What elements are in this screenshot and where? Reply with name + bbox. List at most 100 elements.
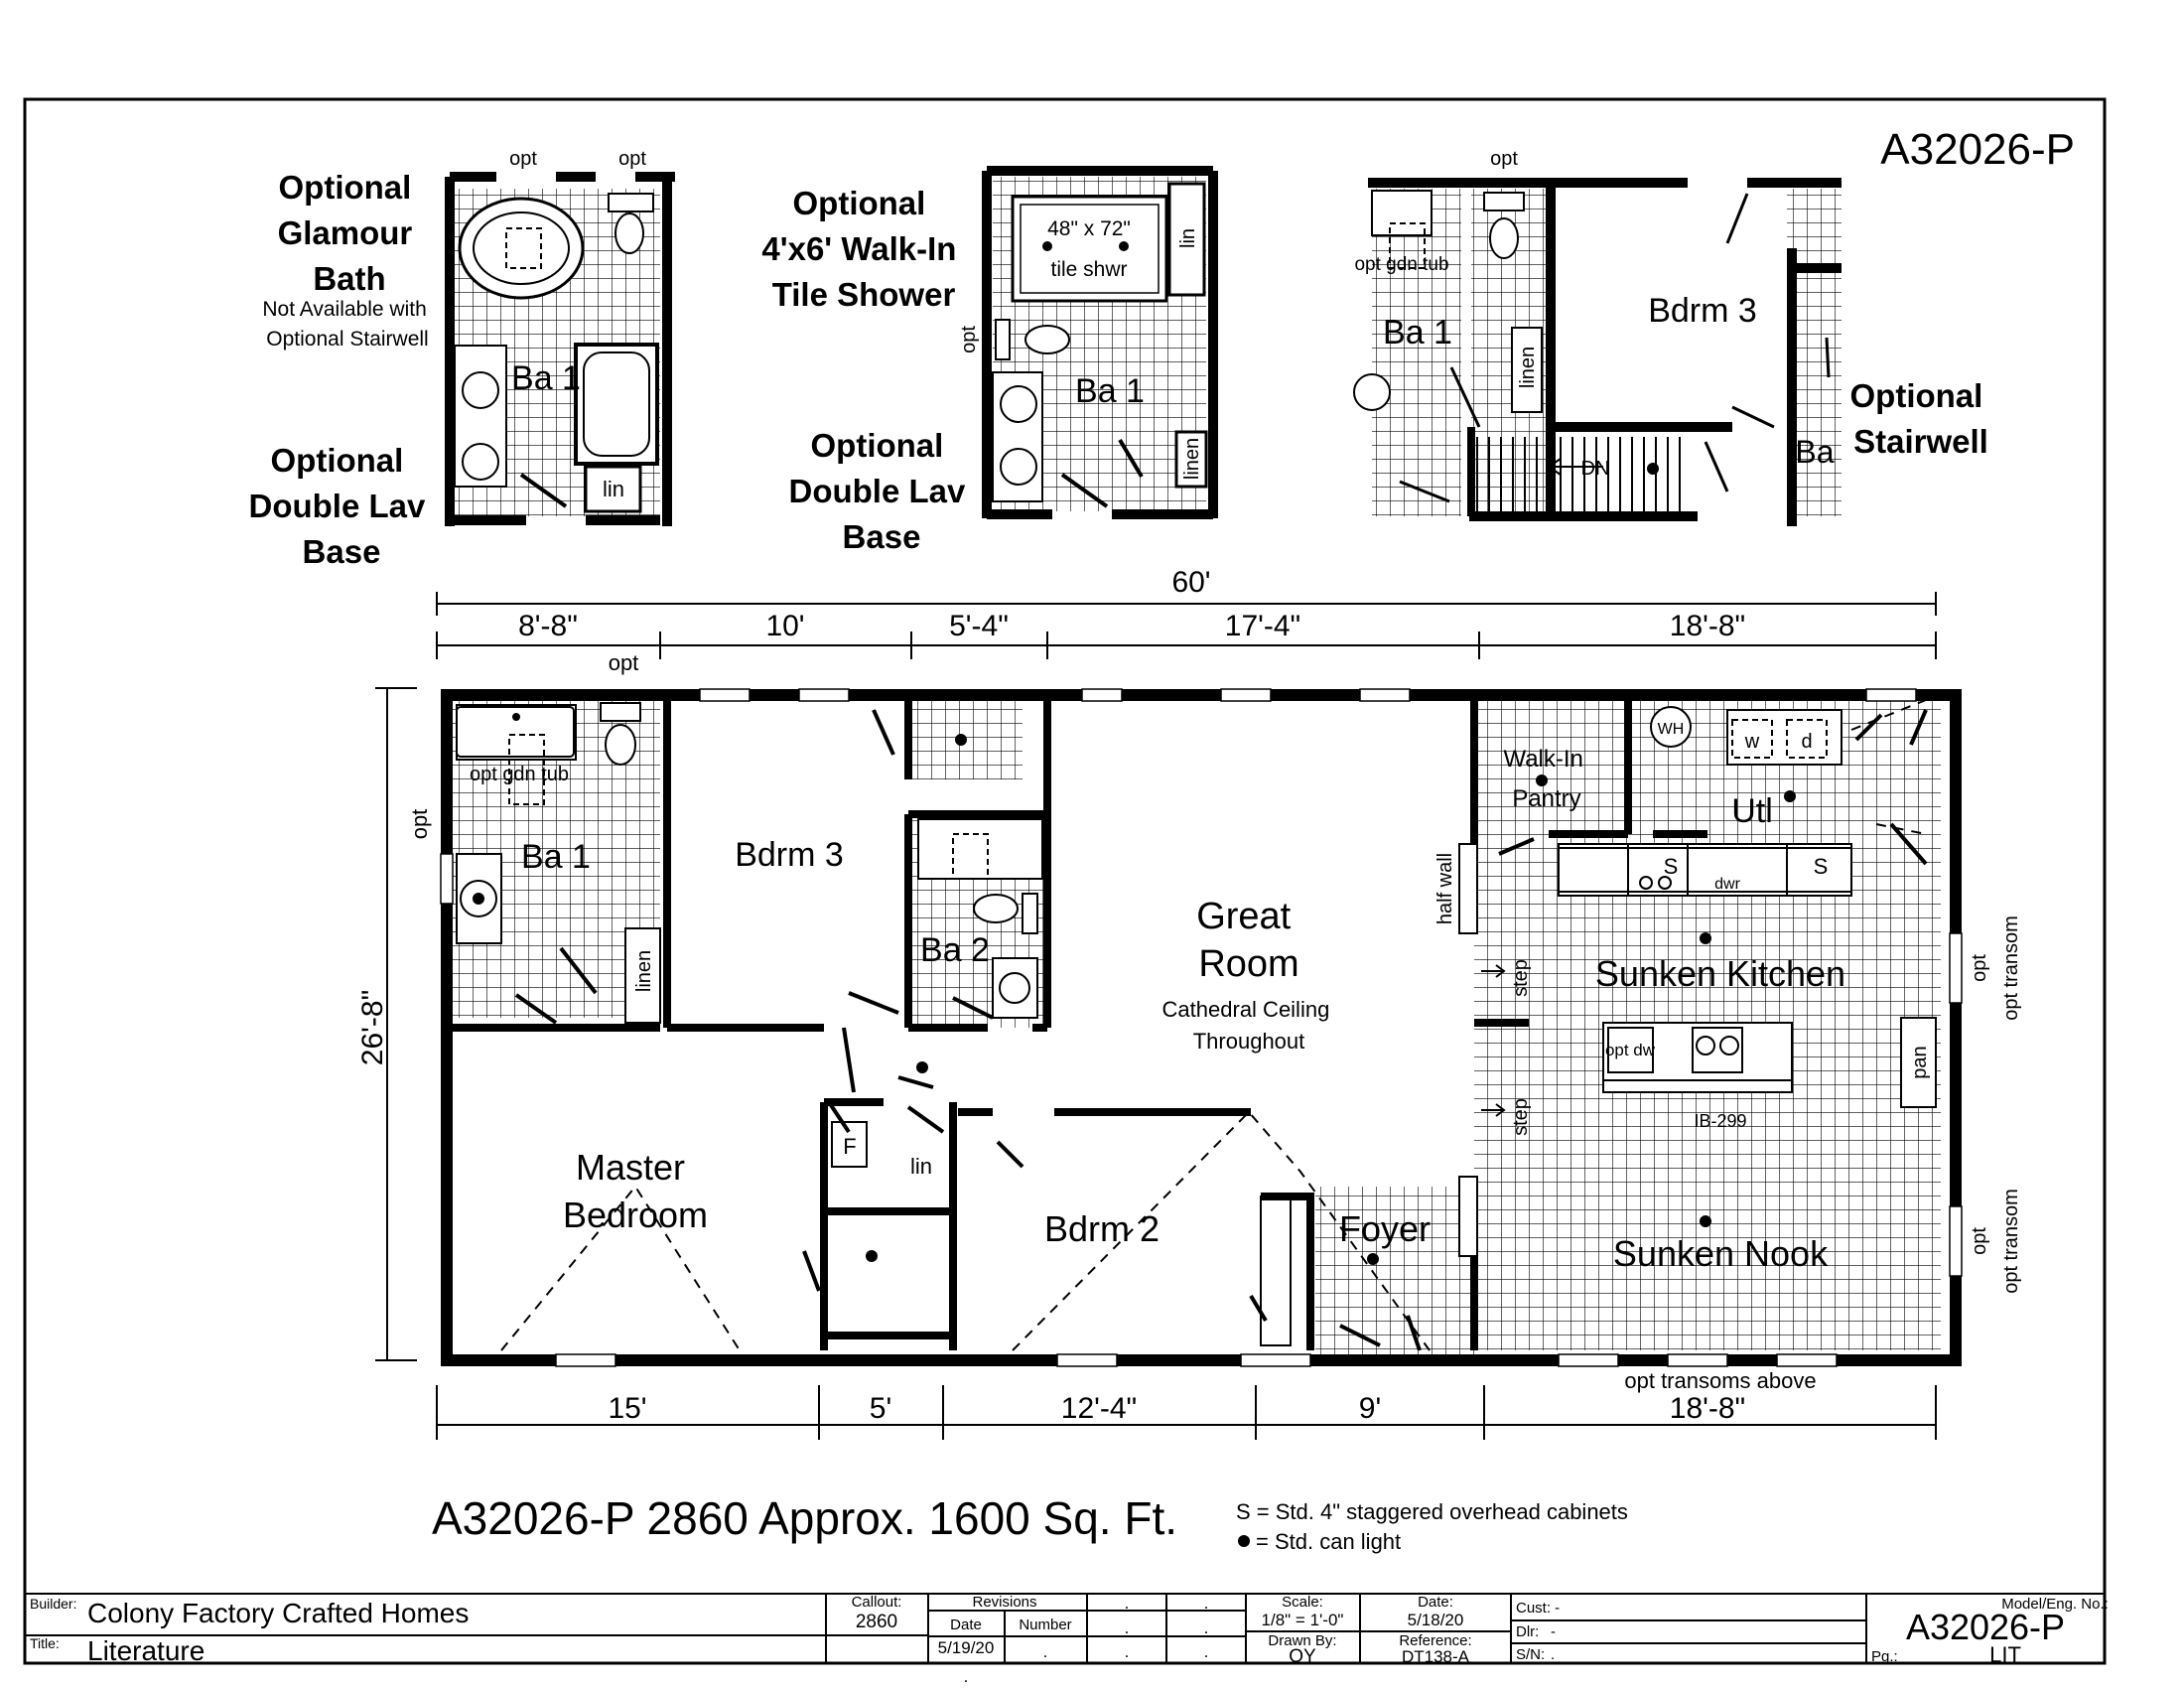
tb-callout: 2860 [856,1612,897,1632]
step-arrows [1481,964,1506,1117]
room-ba1: Ba 1 [521,838,591,876]
room-master: Master Bedroom [563,1147,708,1235]
tb-dot: . [1204,1594,1209,1613]
tb-dlr: - [1551,1623,1556,1640]
title-block-grid [25,1593,2105,1663]
tb-scale: 1/8" = 1'-0" [1262,1611,1344,1629]
shower-lin: lin [1177,228,1199,248]
tb-builder-label: Builder: [30,1596,76,1612]
walkin-line: Walk-In [1503,746,1582,773]
stair-bath: Ba 1 [1383,314,1452,352]
tb-cust: Cust: - [1516,1600,1560,1617]
inset-glamour-bath: opt opt Ba 1 lin [445,148,675,526]
tb-dot: . [964,1667,969,1686]
stair-opt: opt [1490,148,1518,170]
inset-walkin-shower: 48" x 72" tile shwr Ba 1 lin linen opt [958,166,1218,519]
tb-drawn: OY [1289,1646,1316,1667]
great-note-line: Throughout [1193,1029,1305,1054]
glamour-note: Not Available with Optional Stairwell [262,298,432,351]
great-note-line: Cathedral Ceiling [1162,997,1330,1022]
fixtures [456,702,1937,1346]
room-opt-transom-b: opt transom [2000,1189,2022,1294]
room-s-cab-b: S [1814,854,1829,879]
tb-dlr-label: Dlr: [1516,1623,1539,1640]
tb-scale-label: Scale: [1282,1594,1323,1611]
shower-label: tile shwr [1050,258,1127,281]
stairwell-title-line: Optional [1850,377,1983,414]
room-sunken-nook: Sunken Nook [1613,1233,1829,1274]
room-opt-left: opt [407,809,432,840]
dim-side: 26'-8" [356,990,389,1065]
tb-sn-label: S/N: [1516,1646,1545,1663]
tb-dot: . [1204,1642,1209,1661]
room-walkin: Walk-In Pantry [1503,746,1589,812]
tb-sn: . [1551,1646,1555,1663]
room-half-wall: half wall [1434,853,1456,924]
room-tub: opt gdn tub [470,764,569,785]
glamour-lin: lin [603,477,624,501]
stairwell-title-line: Stairwell [1853,423,1988,460]
glamour-lav-line: Double Lav [248,488,426,524]
room-opt-right-a: opt [1969,954,1990,982]
tb-model-label: Model/Eng. No.: [2001,1596,2109,1613]
shower-title-line: Tile Shower [772,276,956,313]
room-dryer: d [1801,731,1812,753]
glamour-lav: Optional Double Lav Base [248,442,434,570]
glamour-title: Optional Glamour Bath [278,169,422,297]
room-opt-dw: opt dw [1605,1041,1656,1059]
can-lights [866,734,1796,1265]
glamour-opt-b: opt [618,148,646,170]
legend-cabinets: S = Std. 4" staggered overhead cabinets [1236,1499,1628,1524]
room-s-cab-a: S [1664,854,1679,879]
side-dimension [375,687,417,1361]
shower-lav-line: Optional [811,427,944,464]
legend-light-dot [1238,1535,1250,1547]
tb-drawn-label: Drawn By: [1268,1632,1336,1649]
tb-reference-label: Reference: [1399,1632,1471,1649]
stair-bedroom: Bdrm 3 [1648,292,1757,330]
shower-lav-line: Double Lav [788,473,966,509]
master-line: Master [576,1147,685,1188]
shower-title-line: 4'x6' Walk-In [761,230,956,267]
dim-top-2: 10' [765,610,804,642]
room-foyer: Foyer [1339,1208,1431,1249]
tb-model: A32026-P [1906,1607,2065,1647]
glamour-lav-line: Base [303,533,381,570]
tb-dot: . [1125,1642,1130,1661]
room-island: IB-299 [1694,1111,1746,1131]
windows [440,688,1963,1367]
dim-top-4: 17'-4" [1225,610,1300,642]
room-closet-f: F [843,1134,856,1159]
plan-caption: A32026-P 2860 Approx. 1600 Sq. Ft. [432,1492,1177,1544]
room-step-a: step [1510,959,1532,997]
room-pan: pan [1909,1046,1931,1078]
tb-date-col: Date [950,1617,982,1633]
stair-tub: opt gdn tub [1354,254,1448,275]
shower-room: Ba 1 [1075,372,1145,410]
tb-rev-date: 5/19/20 [938,1638,995,1657]
great-room-line: Great [1196,896,1291,937]
tb-dot: . [1204,1618,1209,1637]
dim-overall: 60' [1171,566,1210,599]
exterior-walls [441,689,1962,1366]
dim-bottom-3: 12'-4" [1061,1392,1137,1425]
tb-number-col: Number [1019,1617,1071,1633]
interior-walls [452,695,1707,1350]
room-lin: lin [910,1154,932,1179]
tb-date-label: Date: [1418,1594,1453,1611]
tb-builder: Colony Factory Crafted Homes [87,1598,469,1628]
room-opt-transom-a: opt transom [2000,915,2022,1021]
inset-stairwell: opt opt gdn tub Ba 1 Bdrm 3 linen DN Ba [1353,148,1842,526]
glamour-room: Ba 1 [511,359,581,397]
room-great: Great Room [1196,896,1301,985]
door-swings [514,709,1928,1351]
tb-callout-label: Callout: [852,1594,902,1611]
room-step-b: step [1510,1098,1532,1136]
stair-dn: DN [1581,458,1610,480]
dim-top-5: 18'-8" [1670,610,1745,642]
bottom-dimensions [436,1385,1937,1440]
room-linen: linen [633,950,655,992]
dim-bottom-4: 9' [1359,1392,1381,1425]
glamour-note-line: Optional Stairwell [266,328,428,351]
